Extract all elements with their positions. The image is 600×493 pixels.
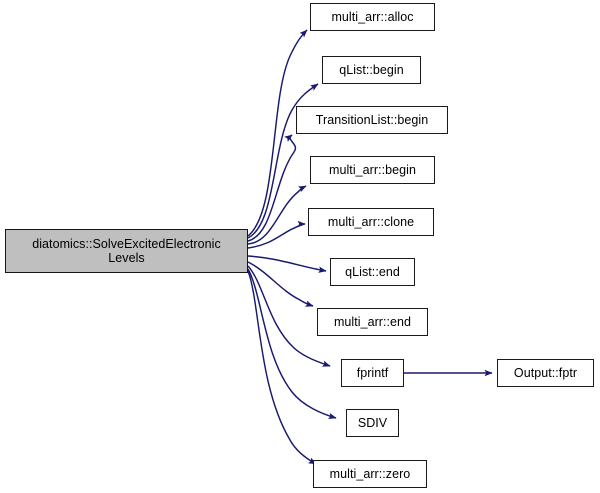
- edge-root-translist: [247, 134, 297, 242]
- graph-node-multi_arr_end-label: multi_arr::end: [333, 315, 412, 329]
- graph-node-transitionlist_begin-label: TransitionList::begin: [315, 113, 429, 127]
- edge-root-maclone: [247, 220, 306, 249]
- graph-node-multi_arr_alloc[interactable]: multi_arr::alloc: [310, 3, 435, 31]
- graph-node-multi_arr_clone[interactable]: multi_arr::clone: [308, 208, 434, 236]
- graph-node-multi_arr_begin[interactable]: multi_arr::begin: [310, 156, 435, 184]
- edge-root-mazero: [247, 270, 317, 465]
- graph-node-multi_arr_end[interactable]: multi_arr::end: [317, 308, 428, 336]
- graph-node-fprintf-label: fprintf: [356, 366, 389, 380]
- graph-node-qlist_begin-label: qList::begin: [339, 63, 404, 77]
- graph-node-qlist_end[interactable]: qList::end: [330, 258, 415, 286]
- graph-node-qlist_begin[interactable]: qList::begin: [322, 56, 421, 84]
- graph-node-sdiv[interactable]: SDIV: [346, 409, 399, 437]
- graph-node-root-label-line1: diatomics::SolveExcitedElectronic: [32, 237, 221, 251]
- graph-node-output_fptr[interactable]: Output::fptr: [497, 359, 594, 387]
- graph-node-fprintf[interactable]: fprintf: [341, 359, 404, 387]
- graph-node-multi_arr_zero-label: multi_arr::zero: [329, 467, 411, 481]
- graph-node-multi_arr_begin-label: multi_arr::begin: [329, 163, 416, 177]
- graph-node-multi_arr_clone-label: multi_arr::clone: [327, 215, 415, 229]
- graph-node-sdiv-label: SDIV: [357, 416, 388, 430]
- edge-root-mabegin: [247, 185, 307, 245]
- graph-node-root-label-line2: Levels: [108, 251, 145, 265]
- edge-root-sdiv: [247, 268, 337, 420]
- graph-node-multi_arr_zero[interactable]: multi_arr::zero: [313, 460, 427, 488]
- graph-node-output_fptr-label: Output::fptr: [513, 366, 578, 380]
- edge-root-qlistend: [247, 255, 327, 273]
- graph-node-transitionlist_begin[interactable]: TransitionList::begin: [296, 106, 448, 134]
- graph-node-qlist_end-label: qList::end: [345, 265, 400, 279]
- edge-root-maend: [247, 261, 314, 307]
- graph-node-multi_arr_alloc-label: multi_arr::alloc: [331, 10, 414, 24]
